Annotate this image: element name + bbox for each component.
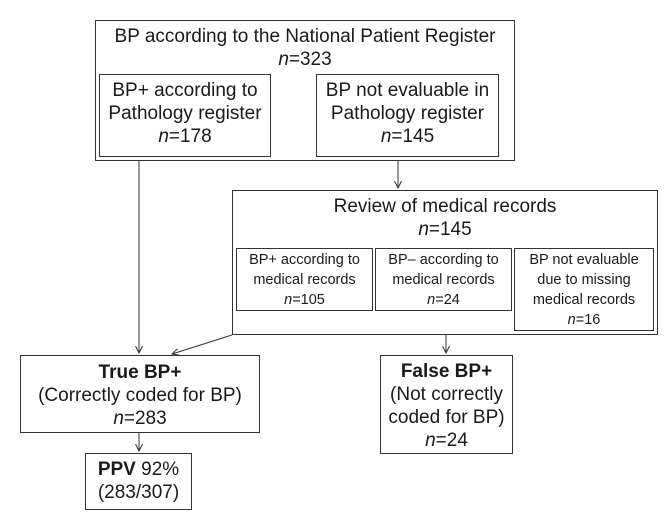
records-missing-line3: medical records bbox=[532, 292, 636, 308]
pathology-not-evaluable-line2: Pathology register bbox=[330, 103, 485, 124]
records-bp-negative-count: n=24 bbox=[427, 292, 460, 308]
pathology-not-evaluable-box: BP not evaluable in Pathology register n… bbox=[316, 74, 499, 157]
pathology-not-evaluable-count: n=145 bbox=[380, 126, 435, 147]
false-bp-count: n=24 bbox=[425, 430, 468, 451]
true-bp-subtitle: (Correctly coded for BP) bbox=[38, 385, 242, 406]
ppv-fraction: (283/307) bbox=[97, 482, 180, 503]
records-bp-positive-line1: BP+ according to bbox=[249, 252, 360, 268]
review-count: n=145 bbox=[418, 219, 472, 240]
records-bp-negative-line1: BP– according to bbox=[388, 252, 499, 268]
national-register-count: n=323 bbox=[278, 49, 332, 70]
records-missing-box: BP not evaluable due to missing medical … bbox=[514, 248, 654, 331]
false-bp-title: False BP+ bbox=[400, 361, 493, 382]
pathology-bp-positive-box: BP+ according to Pathology register n=17… bbox=[99, 74, 271, 157]
pathology-not-evaluable-line1: BP not evaluable in bbox=[325, 80, 490, 101]
review-title: Review of medical records bbox=[333, 196, 557, 217]
ppv-box: PPV 92% (283/307) bbox=[85, 453, 192, 510]
pathology-bp-positive-line2: Pathology register bbox=[108, 103, 262, 124]
records-bp-positive-count: n=105 bbox=[284, 292, 325, 308]
false-bp-positive-box: False BP+ (Not correctly coded for BP) n… bbox=[380, 355, 513, 454]
records-missing-line1: BP not evaluable bbox=[529, 252, 639, 268]
ppv-value: PPV 92% bbox=[97, 459, 180, 480]
true-bp-title: True BP+ bbox=[98, 362, 182, 383]
false-bp-line1: (Not correctly bbox=[390, 384, 503, 405]
records-bp-negative-line2: medical records bbox=[392, 272, 495, 288]
records-bp-positive-box: BP+ according to medical records n=105 bbox=[236, 248, 373, 311]
true-bp-positive-box: True BP+ (Correctly coded for BP) n=283 bbox=[20, 355, 260, 433]
pathology-bp-positive-count: n=178 bbox=[158, 126, 212, 147]
records-missing-count: n=16 bbox=[567, 312, 601, 328]
false-bp-line2: coded for BP) bbox=[388, 407, 505, 428]
arrow-review-to-true bbox=[172, 334, 233, 354]
true-bp-count: n=283 bbox=[113, 408, 167, 429]
records-bp-positive-line2: medical records bbox=[253, 272, 356, 288]
pathology-bp-positive-line1: BP+ according to bbox=[112, 80, 258, 101]
records-missing-line2: due to missing bbox=[537, 272, 631, 288]
national-register-title: BP according to the National Patient Reg… bbox=[114, 26, 496, 47]
records-bp-negative-box: BP– according to medical records n=24 bbox=[375, 248, 512, 311]
